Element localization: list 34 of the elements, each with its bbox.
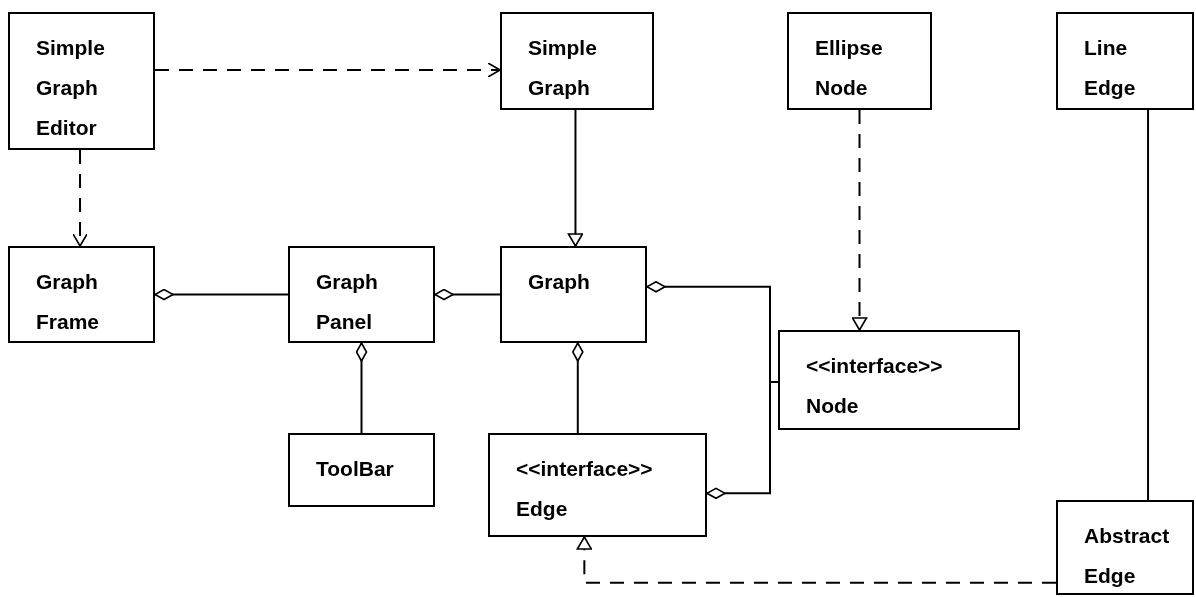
connector-line: [355, 342, 368, 434]
class-box: [1056, 500, 1194, 595]
class-box: [500, 246, 647, 343]
connector-line: [567, 109, 584, 247]
connector-line: [434, 288, 501, 301]
connector-line: [576, 536, 1057, 584]
connector-line: [1147, 109, 1150, 501]
class-name: Abstract Edge: [1084, 523, 1170, 589]
connector-line: [851, 109, 868, 331]
class-box: [778, 330, 1020, 430]
class-name: <<interface>>: [806, 353, 943, 379]
class-box: [8, 12, 155, 150]
class-name: Simple Graph: [528, 35, 597, 101]
class-box: [1056, 12, 1194, 110]
class-box: [500, 12, 654, 110]
class-name: Graph Panel: [316, 269, 378, 335]
class-box: [288, 246, 435, 343]
connector-line: [572, 342, 584, 434]
class-name: Simple Graph Editor: [36, 35, 105, 141]
class-box: [488, 433, 707, 537]
class-name: ToolBar: [316, 456, 394, 482]
connector-line: [154, 288, 289, 301]
class-name: Graph: [528, 269, 590, 295]
class-name: Edge: [516, 496, 568, 522]
class-name: <<interface>>: [516, 456, 653, 482]
class-box: [288, 433, 435, 507]
class-name: Graph Frame: [36, 269, 100, 335]
class-name: Node: [806, 393, 859, 419]
class-name: Line Edge: [1084, 35, 1136, 101]
connector-line: [72, 149, 88, 247]
class-box: [787, 12, 932, 110]
class-box: [8, 246, 155, 343]
class-name: Ellipse Node: [815, 35, 883, 101]
connector-line: [154, 62, 501, 78]
